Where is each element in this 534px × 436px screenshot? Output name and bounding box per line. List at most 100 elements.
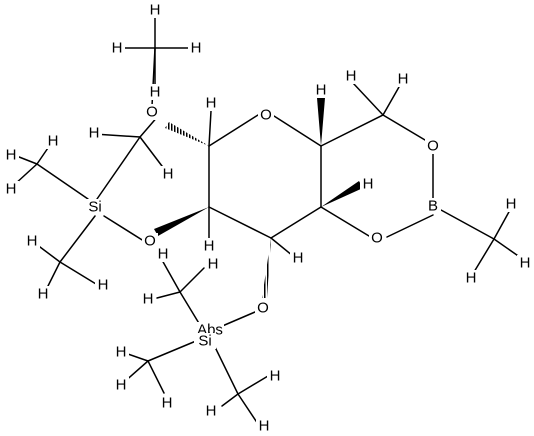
svg-text:H: H [162, 395, 173, 412]
bond [36, 163, 89, 200]
svg-text:Si: Si [88, 199, 101, 216]
bond [270, 237, 294, 257]
svg-text:H: H [27, 233, 38, 250]
atom-hydrogen: H [95, 277, 111, 294]
atom-boron: B [425, 198, 441, 215]
svg-text:O: O [427, 138, 439, 155]
bond [179, 267, 205, 293]
atom-hydrogen: H [113, 377, 129, 394]
atom-hydrogen: H [147, 2, 163, 19]
bond [208, 110, 212, 147]
hashed-wedge-bond [165, 122, 209, 146]
bond [440, 209, 495, 240]
bond [382, 86, 400, 116]
svg-text:H: H [206, 403, 217, 420]
wedge-bond [317, 98, 325, 146]
svg-text:H: H [206, 95, 217, 112]
bond [493, 209, 511, 240]
svg-text:H: H [143, 291, 154, 308]
atom-hydrogen: H [313, 82, 329, 99]
atom-hydrogen: H [140, 291, 156, 308]
atom-hydrogen: H [113, 344, 129, 361]
bond [147, 340, 197, 362]
svg-text:O: O [146, 104, 158, 121]
svg-text:B: B [428, 198, 438, 215]
bond [59, 261, 97, 285]
svg-text:H: H [506, 196, 517, 213]
bond [208, 206, 272, 239]
atom-hydrogen: H [35, 286, 51, 303]
bond [382, 114, 426, 141]
atom-hydrogen: H [201, 238, 217, 255]
svg-text:H: H [98, 277, 109, 294]
svg-text:H: H [112, 40, 123, 57]
bond [213, 344, 239, 395]
atom-oxygen: O [142, 233, 158, 250]
atom-oxygen: O [144, 104, 160, 121]
atom-hydrogen: H [290, 250, 306, 267]
wedge-bond [321, 181, 363, 207]
atom-hydrogen: H [463, 270, 479, 287]
atom-hydrogen: H [503, 196, 519, 213]
atom-hydrogen: H [203, 403, 219, 420]
svg-text:H: H [6, 181, 17, 198]
bond [161, 259, 181, 293]
atom-oxygen: O [258, 107, 274, 124]
svg-text:H: H [116, 344, 127, 361]
svg-text:H: H [48, 133, 59, 150]
atom-labels: H H H O H H H H H O H H H Si O O H B H H… [3, 2, 533, 435]
atom-hydrogen: H [155, 246, 171, 263]
atom-hydrogen: H [395, 71, 411, 88]
bond [45, 261, 61, 291]
svg-text:H: H [38, 286, 49, 303]
bond [320, 206, 370, 237]
atom-hydrogen: H [205, 256, 221, 273]
bond [103, 215, 148, 244]
svg-text:H: H [204, 238, 215, 255]
atom-hydrogen: H [267, 368, 283, 385]
svg-text:H: H [150, 2, 161, 19]
atom-hydrogen: H [3, 147, 19, 164]
bond [221, 393, 239, 407]
svg-text:H: H [191, 40, 202, 57]
bond [59, 215, 96, 263]
bond [320, 114, 384, 147]
atom-hydrogen: H [45, 133, 61, 150]
svg-text:H: H [208, 256, 219, 273]
svg-text:H: H [316, 82, 327, 99]
svg-text:O: O [144, 233, 156, 250]
bond [147, 360, 165, 394]
svg-text:H: H [89, 125, 100, 142]
atom-oxygen: O [369, 230, 385, 247]
svg-text:H: H [520, 255, 531, 272]
svg-text:H: H [466, 270, 477, 287]
bond [237, 375, 269, 395]
atom-hydrogen: H [159, 395, 175, 412]
bond [156, 291, 181, 299]
atom-silicon: Si [84, 199, 106, 216]
svg-text:H: H [150, 84, 161, 101]
hashed-wedge-bond [262, 238, 271, 298]
atom-hydrogen: H [256, 418, 272, 435]
atom-hydrogen: H [86, 125, 102, 142]
wedge-bond [154, 207, 209, 236]
bond [139, 136, 166, 171]
atom-hydrogen: H [517, 255, 533, 272]
svg-text:H: H [259, 418, 270, 435]
svg-text:Si: Si [198, 333, 211, 350]
atom-silicon: Si [194, 333, 216, 350]
svg-text:H: H [270, 368, 281, 385]
svg-text:H: H [293, 250, 304, 267]
bond [386, 214, 434, 238]
atom-hydrogen: H [3, 181, 19, 198]
bond [273, 115, 322, 147]
atom-hydrogen: H [203, 95, 219, 112]
bond [352, 82, 384, 116]
atom-hydrogen: H [188, 40, 204, 57]
svg-text:H: H [116, 377, 127, 394]
svg-text:H: H [398, 71, 409, 88]
svg-text:H: H [163, 166, 174, 183]
atom-oxygen: O [255, 300, 271, 317]
